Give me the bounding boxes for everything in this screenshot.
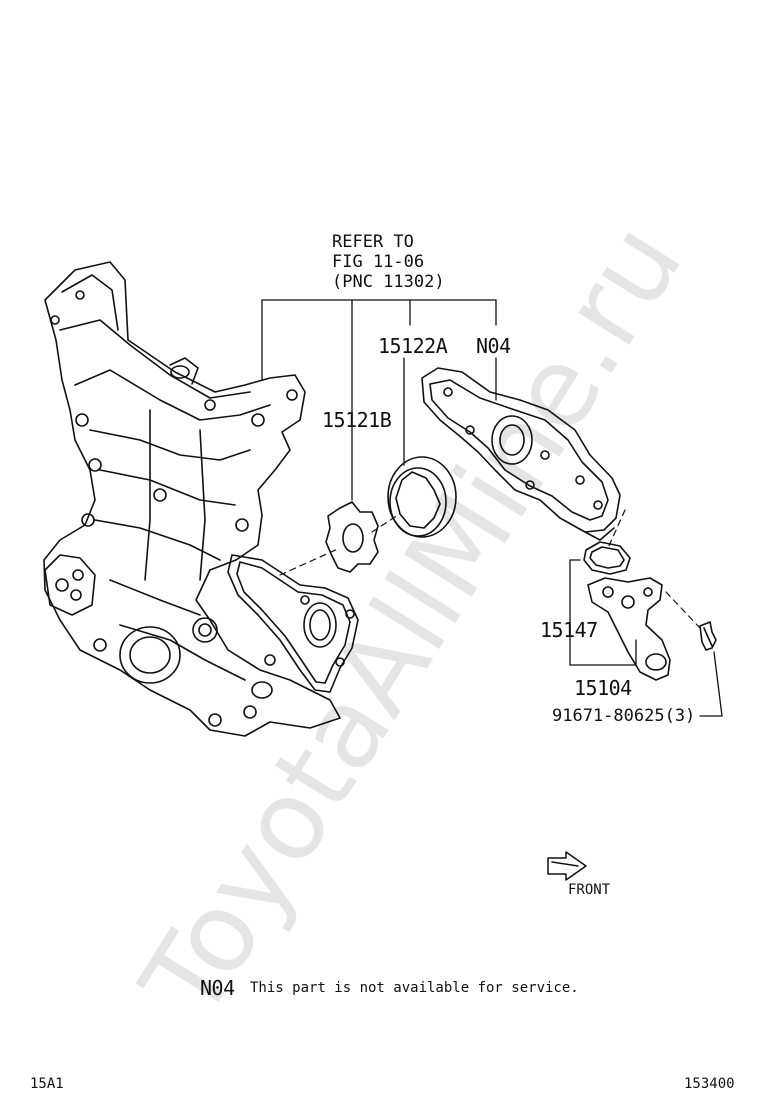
leader-lines bbox=[261, 299, 723, 717]
refer-line-1: REFER TO bbox=[332, 232, 414, 252]
alignment-dashes bbox=[279, 509, 701, 629]
footer-left-code: 15A1 bbox=[30, 1076, 64, 1092]
bolt-drawing bbox=[699, 621, 717, 651]
part-label-15122A[interactable]: 15122A bbox=[378, 334, 448, 358]
inner-rotor-drawing bbox=[325, 501, 379, 573]
pump-body-drawing bbox=[421, 367, 621, 541]
part-label-15147[interactable]: 15147 bbox=[540, 618, 598, 642]
part-label-N04[interactable]: N04 bbox=[476, 334, 511, 358]
pump-gasket-drawing bbox=[227, 554, 359, 693]
part-label-15121B[interactable]: 15121B bbox=[322, 408, 392, 432]
part-label-15104[interactable]: 15104 bbox=[574, 676, 632, 700]
footer-right-code: 153400 bbox=[684, 1076, 735, 1092]
outer-rotor-drawing bbox=[387, 456, 457, 538]
refer-line-2: FIG 11-06 bbox=[332, 252, 425, 272]
note-code: N04 bbox=[200, 976, 235, 1000]
refer-line-3: (PNC 11302) bbox=[332, 272, 445, 292]
strainer-gasket-drawing bbox=[583, 541, 631, 575]
front-arrow-icon bbox=[547, 851, 587, 881]
note-text: This part is not available for service. bbox=[250, 980, 579, 996]
strainer-drawing bbox=[587, 577, 671, 681]
part-label-91671-80625[interactable]: 91671-80625(3) bbox=[552, 706, 696, 726]
front-label: FRONT bbox=[568, 882, 611, 898]
timing-cover-drawing bbox=[43, 261, 341, 737]
